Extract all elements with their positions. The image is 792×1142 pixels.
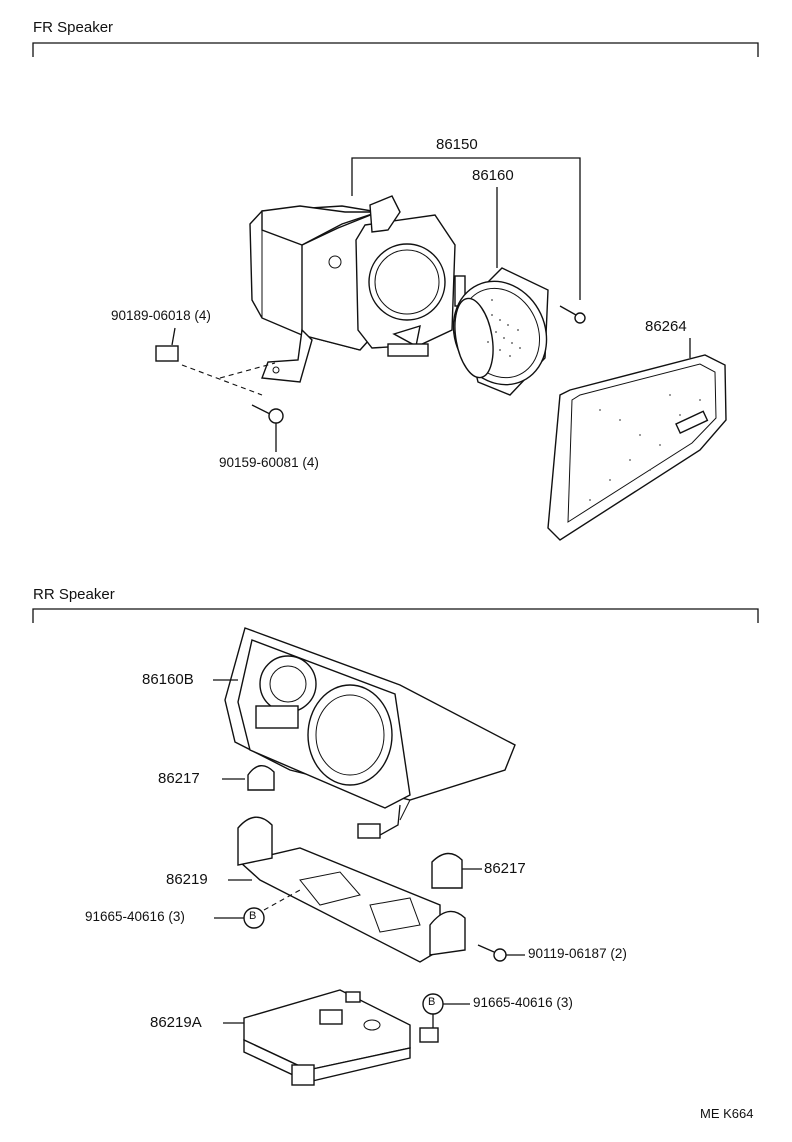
clip-86217-left bbox=[222, 765, 275, 791]
part-label-91665-40616-upper: 91665-40616 (3) bbox=[85, 909, 185, 924]
part-label-86217-left: 86217 bbox=[158, 770, 200, 787]
speaker-grille-86264 bbox=[547, 338, 727, 541]
clip-90189 bbox=[155, 327, 276, 396]
part-label-86219: 86219 bbox=[166, 871, 208, 888]
part-label-86160: 86160 bbox=[472, 167, 514, 184]
callout-b-2 bbox=[422, 993, 470, 1028]
screw-90119 bbox=[477, 944, 525, 962]
rear-section-bracket bbox=[32, 608, 759, 623]
plate-86219A bbox=[223, 989, 439, 1086]
part-label-90189-06018: 90189-06018 (4) bbox=[111, 308, 211, 323]
part-label-86150: 86150 bbox=[436, 136, 478, 153]
bracket-86219 bbox=[228, 816, 466, 963]
front-section-bracket bbox=[32, 42, 759, 57]
part-label-91665-40616-lower: 91665-40616 (3) bbox=[473, 995, 573, 1010]
speaker-unit-86160 bbox=[452, 267, 549, 396]
screw-90159 bbox=[251, 404, 284, 452]
callout-b-1 bbox=[214, 889, 301, 929]
speaker-housing bbox=[249, 195, 466, 383]
clip-86217-right bbox=[431, 852, 482, 889]
callout-letter-1: B bbox=[249, 910, 257, 922]
section-title-rear: RR Speaker bbox=[33, 586, 115, 603]
callout-letter-2: B bbox=[428, 996, 436, 1008]
part-label-86217-right: 86217 bbox=[484, 860, 526, 877]
part-label-90119-06187: 90119-06187 (2) bbox=[528, 946, 627, 961]
section-title-front: FR Speaker bbox=[33, 19, 114, 36]
part-label-86160B: 86160B bbox=[142, 671, 194, 688]
part-label-86264: 86264 bbox=[645, 318, 687, 335]
figure-code: ME K664 bbox=[700, 1106, 754, 1121]
part-label-86219A: 86219A bbox=[150, 1014, 202, 1031]
rear-speaker-86160B bbox=[224, 627, 516, 839]
screw-front-right bbox=[559, 305, 586, 324]
leader-86150 bbox=[351, 157, 581, 300]
part-label-90159-60081: 90159-60081 (4) bbox=[219, 455, 319, 470]
